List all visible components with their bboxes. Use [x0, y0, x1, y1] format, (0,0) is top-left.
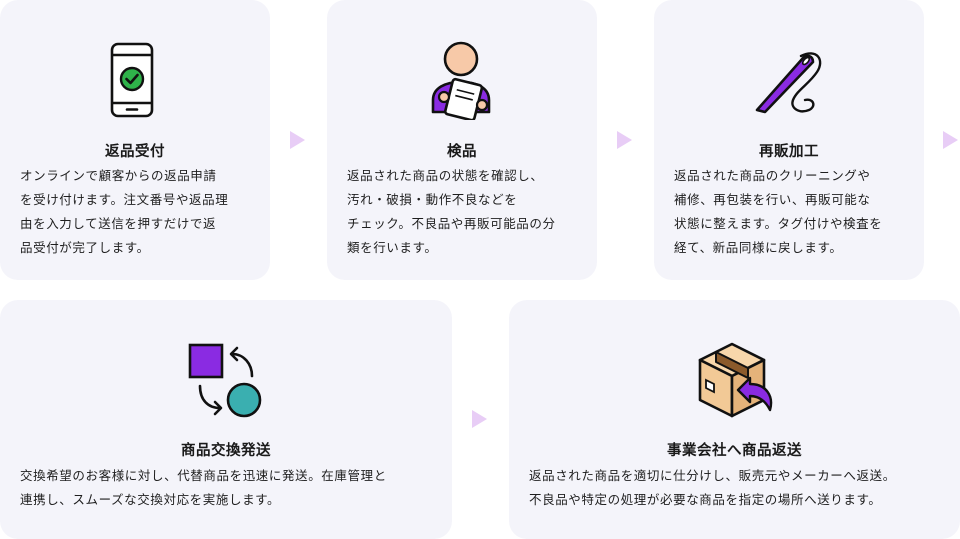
step-description: 返品された商品の状態を確認し、 汚れ・破損・動作不良などを チェック。不良品や再…: [347, 164, 556, 260]
description-line: 類を行います。: [347, 240, 438, 255]
step-title: 検品: [447, 144, 477, 160]
step-icon-wrap: [654, 44, 924, 116]
description-line: 不良品や特定の処理が必要な商品を指定の場所へ送ります。: [529, 492, 882, 507]
step-description: 交換希望のお客様に対し、代替商品を迅速に発送。在庫管理と 連携し、スムーズな交換…: [20, 464, 387, 512]
step-description: 返品された商品のクリーニングや 補修、再包装を行い、再販可能な 状態に整えます。…: [674, 164, 882, 260]
step-icon-wrap: [327, 40, 597, 120]
needle-thread-icon: [755, 52, 822, 114]
description-line: を受け付けます。注文番号や返品理: [20, 192, 229, 207]
description-line: 汚れ・破損・動作不良などを: [347, 192, 518, 207]
box-return-icon: [698, 342, 772, 418]
description-line: オンラインで顧客からの返品申請: [20, 168, 217, 183]
description-line: 品受付が完了します。: [20, 240, 150, 255]
exchange-shapes-icon: [188, 343, 262, 418]
step-description: 返品された商品を適切に仕分けし、販売元やメーカーへ返送。 不良品や特定の処理が必…: [529, 464, 896, 512]
description-line: 状態に整えます。タグ付けや検査を: [674, 216, 883, 231]
description-line: 経て、新品同様に戻します。: [674, 240, 843, 255]
description-line: 補修、再包装を行い、再販可能な: [674, 192, 871, 207]
description-line: 交換希望のお客様に対し、代替商品を迅速に発送。在庫管理と: [20, 468, 387, 483]
description-line: 返品された商品のクリーニングや: [674, 168, 871, 183]
description-line: 返品された商品の状態を確認し、: [347, 168, 544, 183]
step-title: 再販加工: [759, 144, 819, 160]
description-line: 連携し、スムーズな交換対応を実施します。: [20, 492, 281, 507]
flow-arrow-icon: [617, 131, 632, 149]
step-icon-wrap: [509, 338, 960, 420]
step-card-return-to-vendor: 事業会社へ商品返送 返品された商品を適切に仕分けし、販売元やメーカーへ返送。 不…: [509, 300, 960, 539]
step-description: オンラインで顧客からの返品申請 を受け付けます。注文番号や返品理 由を入力して送…: [20, 164, 228, 260]
step-icon-wrap: [0, 342, 452, 418]
step-icon-wrap: [0, 42, 270, 118]
flow-arrow-icon: [943, 131, 958, 149]
step-card-return-reception: 返品受付 オンラインで顧客からの返品申請 を受け付けます。注文番号や返品理 由を…: [0, 0, 270, 280]
flow-arrow-icon: [290, 131, 305, 149]
description-line: チェック。不良品や再販可能品の分: [347, 216, 556, 231]
step-title: 返品受付: [105, 144, 165, 160]
description-line: 由を入力して送信を押すだけで返: [20, 216, 217, 231]
description-line: 返品された商品を適切に仕分けし、販売元やメーカーへ返送。: [529, 468, 896, 483]
step-card-inspection: 検品 返品された商品の状態を確認し、 汚れ・破損・動作不良などを チェック。不良…: [327, 0, 597, 280]
step-title: 商品交換発送: [181, 443, 271, 459]
step-title: 事業会社へ商品返送: [667, 443, 802, 459]
smartphone-check-icon: [110, 42, 154, 118]
flow-arrow-icon: [472, 410, 487, 428]
inspector-clipboard-icon: [431, 41, 491, 120]
step-card-exchange-shipping: 商品交換発送 交換希望のお客様に対し、代替商品を迅速に発送。在庫管理と 連携し、…: [0, 300, 452, 539]
step-card-resale-processing: 再販加工 返品された商品のクリーニングや 補修、再包装を行い、再販可能な 状態に…: [654, 0, 924, 280]
